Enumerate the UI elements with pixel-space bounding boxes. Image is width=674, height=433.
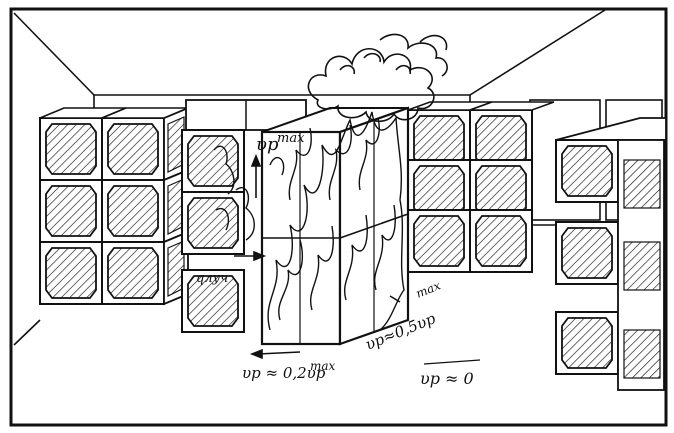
label-radiant-heat: qлуч <box>196 271 228 286</box>
far-right-container-stack <box>555 117 667 391</box>
label-v-max: υp <box>256 134 279 155</box>
label-fifth-velocity-superscript: max <box>310 359 336 373</box>
velocity-arrows <box>234 153 481 365</box>
label-v-max-superscript: max <box>277 131 305 146</box>
left-container-stack <box>39 107 189 305</box>
burning-stack <box>260 106 410 346</box>
right-container-stack <box>407 101 555 273</box>
label-fifth-velocity: υp ≈ 0,2υp <box>242 364 326 382</box>
flames <box>213 111 405 331</box>
label-zero-velocity: υp ≈ 0 <box>420 369 474 388</box>
smoke-plume <box>307 33 448 123</box>
front-container-stack <box>181 129 245 333</box>
